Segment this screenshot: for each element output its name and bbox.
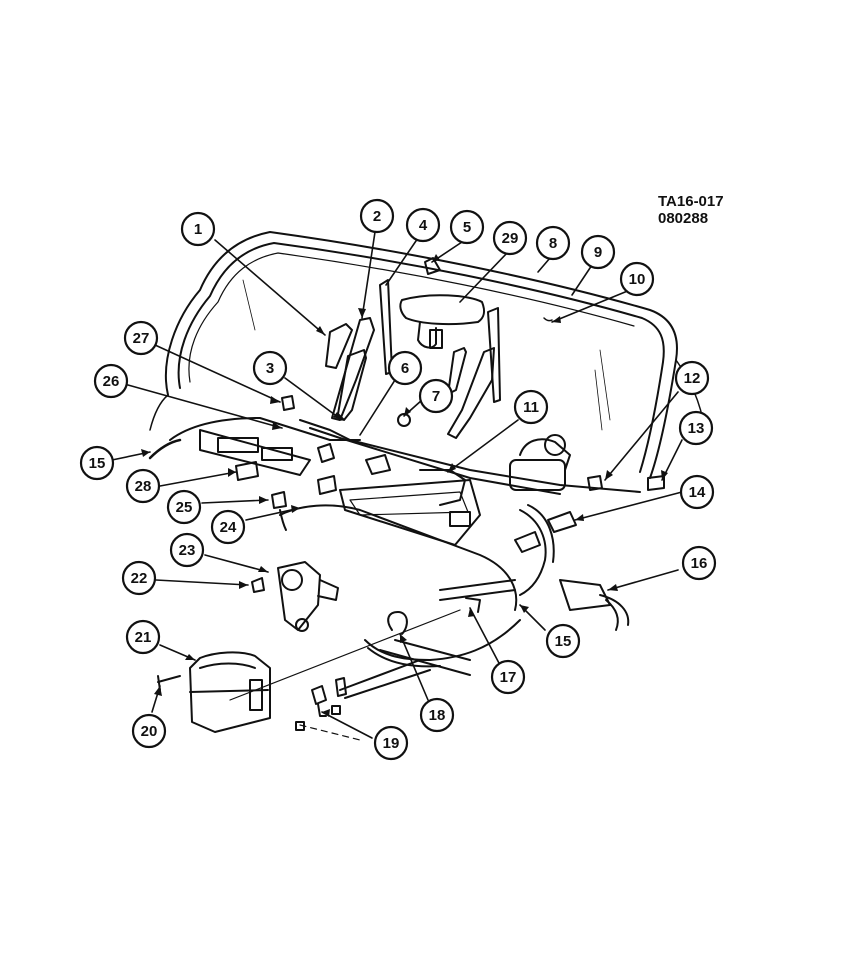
callout-13: 13 [678,410,714,446]
callout-13-label: 13 [688,420,705,437]
callout-3: 3 [252,350,288,386]
callout-23-label: 23 [179,542,196,559]
small-hardware [235,395,665,613]
callout-22-label: 22 [131,570,148,587]
callout-10: 10 [619,261,655,297]
callout-7-label: 7 [432,388,440,405]
callout-6-label: 6 [401,360,409,377]
callout-25: 25 [166,489,202,525]
wiper-motor [251,561,339,632]
callout-16-label: 16 [691,555,708,572]
callout-15-right: 15 [545,623,581,659]
leader-arrowheads [141,254,668,717]
callout-2: 2 [359,198,395,234]
callout-26: 26 [93,363,129,399]
callout-19: 19 [373,725,409,761]
callout-11: 11 [513,389,549,425]
callout-5: 5 [449,209,485,245]
callout-14-label: 14 [689,484,706,501]
callout-12: 12 [674,360,710,396]
callout-17: 17 [490,659,526,695]
callout-27: 27 [123,320,159,356]
callout-1-label: 1 [194,221,202,238]
callout-20: 20 [131,713,167,749]
callout-23: 23 [169,532,205,568]
callout-24: 24 [210,509,246,545]
callout-29: 29 [492,220,528,256]
callout-12-label: 12 [684,370,701,387]
washer-reservoir [157,651,347,733]
callout-20-label: 20 [141,723,158,740]
callout-26-label: 26 [103,373,120,390]
callout-18: 18 [419,697,455,733]
drawing-reference-code: TA16-017 080288 [658,193,724,227]
callout-8-label: 8 [549,235,557,252]
callout-21-label: 21 [135,629,152,646]
callout-15-left-label: 15 [89,455,106,472]
callout-1: 1 [180,211,216,247]
callout-5-label: 5 [463,219,471,236]
callout-17-label: 17 [500,669,517,686]
callout-21: 21 [125,619,161,655]
callout-9: 9 [580,234,616,270]
callout-15-left: 15 [79,445,115,481]
callout-10-label: 10 [629,271,646,288]
callout-3-label: 3 [266,360,274,377]
windshield-frame [149,231,706,479]
callout-28-label: 28 [135,478,152,495]
callout-25-label: 25 [176,499,193,516]
drawing-code: TA16-017 [658,193,724,210]
callout-27-label: 27 [133,330,150,347]
callout-29-label: 29 [502,230,519,247]
callout-11-label: 11 [523,399,539,416]
callout-28: 28 [125,468,161,504]
callout-6: 6 [387,350,423,386]
callout-2-label: 2 [373,208,381,225]
callouts: 1 2 3 4 5 6 7 8 9 10 11 12 13 14 15 15 1… [79,198,717,761]
wiper-linkage-and-cowl [169,417,641,546]
callout-22: 22 [121,560,157,596]
callout-8: 8 [535,225,571,261]
callout-4-label: 4 [419,217,428,234]
rear-view-mirror [399,294,486,349]
callout-4: 4 [405,207,441,243]
callout-15-right-label: 15 [555,633,572,650]
washer-hoses [148,438,521,741]
callout-18-label: 18 [429,707,446,724]
callout-9-label: 9 [594,244,602,261]
callout-24-label: 24 [220,519,237,536]
callout-16: 16 [681,545,717,581]
callout-14: 14 [679,474,715,510]
wiring-harness [514,504,630,631]
callout-7: 7 [418,378,454,414]
drawing-date-code: 080288 [658,210,709,227]
callout-19-label: 19 [383,735,400,752]
